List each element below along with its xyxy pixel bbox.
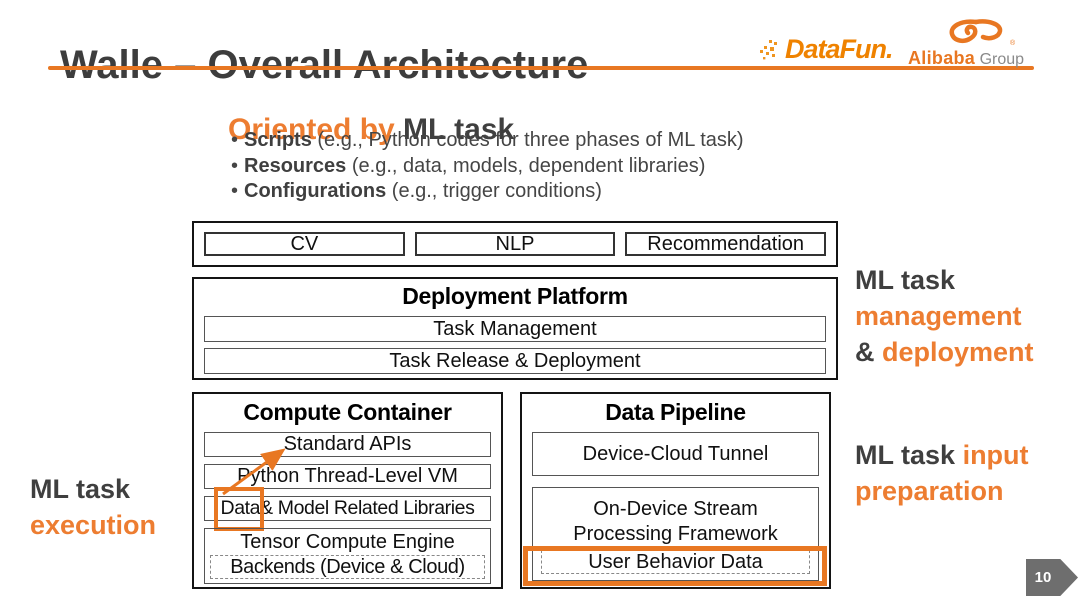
section-heading: Oriented by ML task — [228, 113, 514, 147]
stream-framework-label: On-Device Stream Processing Framework — [573, 498, 778, 545]
logo-row: DataFun. ® Alibaba Group — [760, 18, 1060, 68]
backends-box: Backends (Device & Cloud) — [210, 555, 485, 579]
heading-dark-part: ML task — [403, 112, 515, 146]
deployment-platform-title: Deployment Platform — [402, 283, 628, 309]
label-task-input-preparation: ML task input preparation — [855, 437, 1029, 509]
label-orange-part: preparation — [855, 476, 1004, 506]
bullet-configurations: •Configurations (e.g., trigger condition… — [231, 180, 602, 202]
standard-apis-box: Standard APIs — [204, 432, 491, 457]
libraries-rest: & Model Related Libraries — [260, 497, 475, 519]
tensor-engine-box: Tensor Compute Engine Backends (Device &… — [204, 528, 491, 584]
label-task-management-deployment: ML task management & deployment — [855, 262, 1034, 370]
heading-orange-part: Oriented by — [228, 112, 395, 146]
datafun-dots-icon — [760, 39, 777, 59]
task-management-box: Task Management — [204, 316, 826, 342]
compute-container-box: Compute Container Standard APIs Python T… — [192, 392, 503, 589]
data-pipeline-title: Data Pipeline — [605, 399, 746, 425]
stream-framework-box: On-Device Stream Processing Framework Us… — [532, 487, 819, 581]
bullet-icon: • — [231, 129, 239, 151]
bullet-icon: • — [231, 154, 239, 177]
compute-container-title: Compute Container — [243, 399, 452, 425]
application-layer-box: CV NLP Recommendation — [192, 221, 838, 267]
data-highlight-box: Data — [213, 487, 265, 531]
label-dark-part: ML task — [855, 265, 956, 295]
app-cell-cv: CV — [204, 232, 405, 256]
registered-mark: ® — [1010, 40, 1016, 47]
page-number-badge: 10 — [1026, 559, 1078, 596]
label-task-execution: ML task execution — [30, 471, 156, 543]
alibaba-word: Alibaba — [908, 48, 976, 68]
data-pipeline-box: Data Pipeline Device-Cloud Tunnel On-Dev… — [520, 392, 831, 589]
python-vm-box: Python Thread-Level VM — [204, 464, 491, 489]
bullet-resources: •Resources (e.g., data, models, dependen… — [231, 154, 706, 177]
label-mixed-line: & deployment — [855, 337, 1034, 367]
bullet-scripts: •Scripts (e.g., Python codes for three p… — [231, 129, 744, 151]
page-title: Walle – Overall Architecture — [60, 42, 589, 87]
user-data-highlight-rect — [523, 546, 827, 586]
device-cloud-tunnel-box: Device-Cloud Tunnel — [532, 432, 819, 476]
alibaba-smile-icon — [949, 19, 1003, 44]
label-mixed-line: ML task input — [855, 440, 1029, 470]
data-word: Data — [220, 497, 261, 519]
label-orange-part: execution — [30, 510, 157, 540]
bullet-list: •Scripts (e.g., Python codes for three p… — [231, 128, 744, 205]
data-highlight-rect — [213, 487, 265, 531]
app-cell-nlp: NLP — [414, 232, 616, 256]
label-dark-part: ML task — [30, 474, 131, 504]
bullet-icon: • — [231, 180, 239, 202]
user-behavior-data-box: User Behavior Data — [541, 550, 810, 574]
task-release-box: Task Release & Deployment — [204, 348, 826, 374]
deployment-platform-box: Deployment Platform Task Management Task… — [192, 277, 838, 380]
tensor-engine-title: Tensor Compute Engine — [240, 531, 455, 553]
app-cell-recommendation: Recommendation — [625, 232, 827, 256]
group-word: Group — [979, 51, 1025, 68]
title-underline — [48, 66, 1034, 70]
datafun-logo: DataFun. — [760, 34, 894, 65]
alibaba-logo-text: Alibaba Group — [908, 48, 1024, 69]
label-orange-part: management — [855, 301, 1022, 331]
data-model-libraries-box: Data & Model Related Libraries — [204, 487, 491, 531]
datafun-logo-text: DataFun. — [785, 34, 894, 64]
